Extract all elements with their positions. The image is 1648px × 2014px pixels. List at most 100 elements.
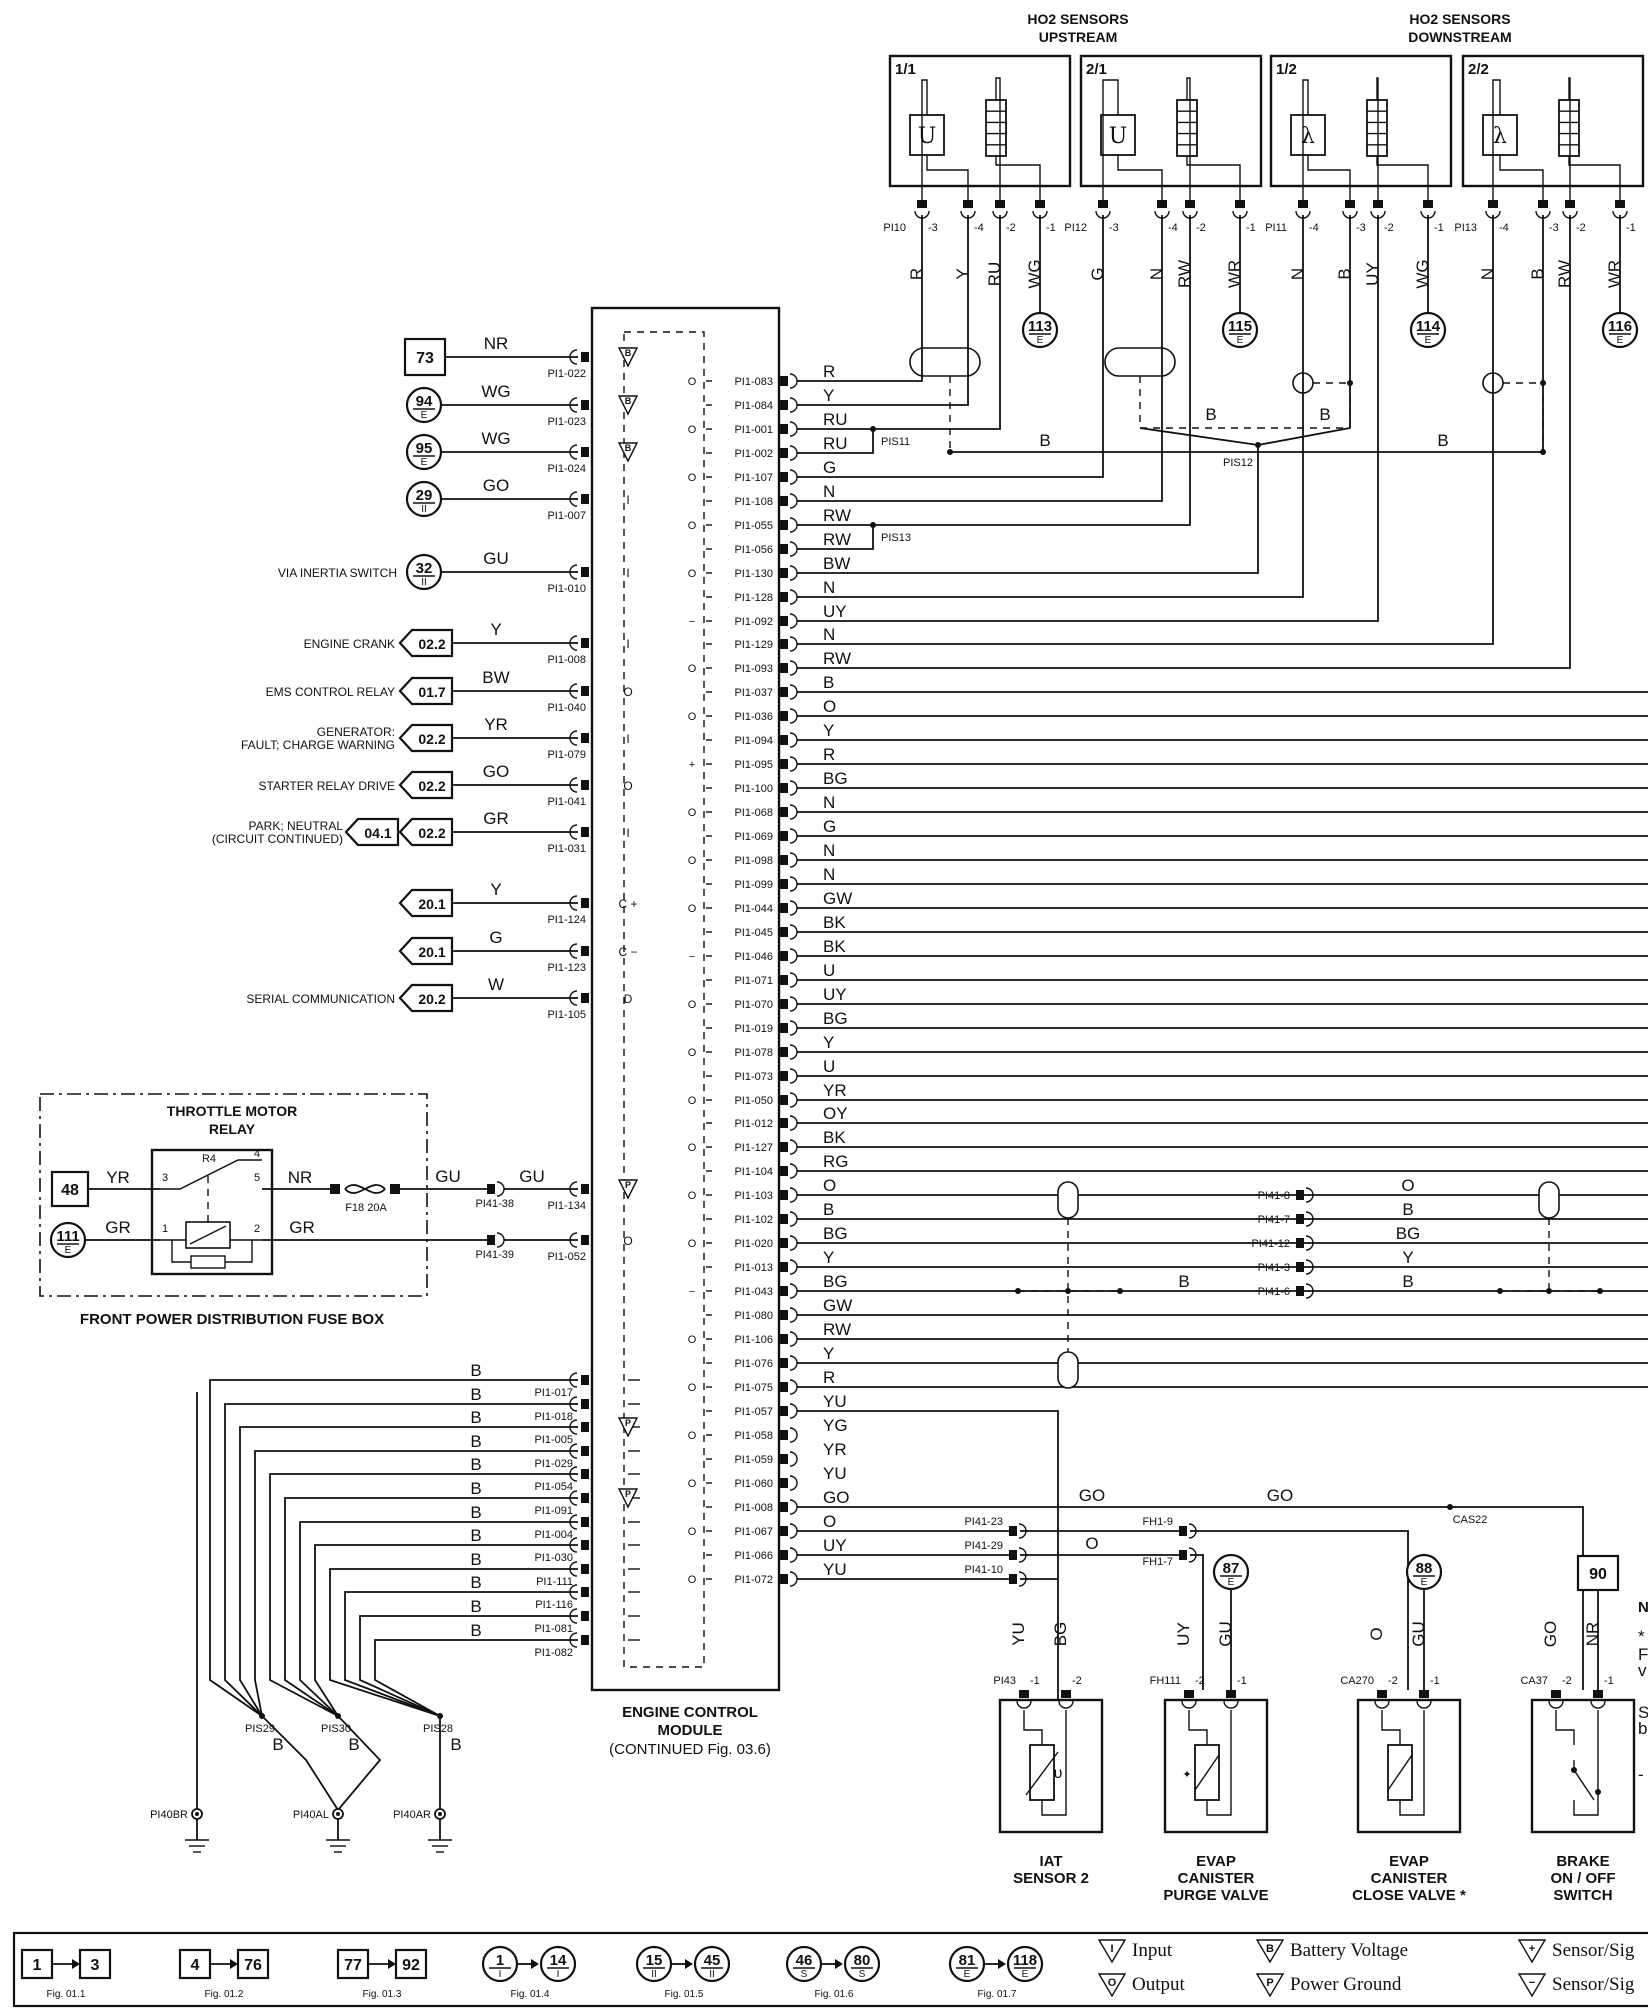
legend-fig-label: Fig. 01.6 — [815, 1989, 854, 2000]
ecm-pin-number: PI1-008 — [734, 1502, 773, 1514]
legend-from-number: 1 — [33, 1957, 42, 1974]
ecm-pin-socket — [789, 1259, 798, 1275]
sensor-id: 1/1 — [895, 61, 916, 78]
ecm-pin-number: PI1-108 — [734, 496, 773, 508]
legend-from-number: 1 — [496, 1952, 504, 1969]
ecm-pin-socket — [789, 1307, 798, 1323]
go-label-1: GO — [1079, 1486, 1105, 1505]
ecm-io-052: O — [623, 1234, 632, 1248]
component-ref-sub: E — [1228, 1577, 1235, 1588]
ecm-pin-number: PI1-070 — [734, 999, 773, 1011]
sensor-pin-number: -4 — [1499, 222, 1509, 234]
output-wire-color: BG — [823, 769, 848, 788]
sensor-wire-color: WG — [1025, 259, 1044, 288]
sensor-ref-ring — [1021, 311, 1059, 349]
output-wire-color: RU — [823, 410, 848, 429]
fh1-pin-pin — [1179, 1526, 1187, 1536]
input-ref-2-number: 04.1 — [364, 825, 391, 841]
ecm-title-2: MODULE — [658, 1722, 723, 1739]
relay-pin-1: 1 — [162, 1223, 168, 1235]
ecm-pin-pin — [780, 1454, 788, 1464]
switch-stop — [1595, 1789, 1601, 1795]
input-description: VIA INERTIA SWITCH — [278, 566, 397, 580]
sensor-pin-pin — [1538, 200, 1548, 208]
legend-triangle — [1517, 1973, 1547, 1998]
input-ref-2-arrow — [344, 817, 400, 847]
component-wire-color: UY — [1174, 1622, 1193, 1646]
output-wire-color: BG — [823, 1009, 848, 1028]
input-description: SERIAL COMMUNICATION — [246, 992, 395, 1006]
sensor-wire-color: B — [1528, 268, 1547, 279]
output-wire-color: N — [823, 793, 835, 812]
sensor-connector: PI11 — [1265, 222, 1287, 234]
ecm-pin-pin — [780, 376, 788, 386]
sensor-pin-pin — [1298, 200, 1308, 208]
ecm-io-symbol: O — [623, 779, 632, 793]
ecm-pin-socket — [789, 613, 798, 629]
ecm-pin-socket — [789, 756, 798, 772]
ground-pin-pin — [581, 1422, 589, 1432]
ecm-io-symbol: O — [688, 568, 697, 580]
b-label-2: B — [1205, 405, 1216, 424]
ground-splice-label: PIS30 — [321, 1723, 351, 1735]
ecm-pin-number: PI1-078 — [734, 1047, 773, 1059]
ecm-io-134-letter: P — [625, 1180, 631, 1190]
ecm-io-symbol: O — [688, 1190, 697, 1202]
wire-o-close — [1190, 1530, 1409, 1690]
ecm-pin-pin — [780, 1118, 788, 1128]
sensor-wire-color: UY — [1363, 262, 1382, 286]
ecm-io-symbol: O — [688, 1095, 697, 1107]
pis11-dot — [870, 426, 876, 432]
go-label-2: GO — [1267, 1486, 1293, 1505]
component-element — [1029, 1744, 1055, 1801]
ecm-pin-pin — [780, 1478, 788, 1488]
sensor-wire-color: N — [1147, 268, 1166, 280]
ecm-pin-number: PI1-019 — [734, 1023, 773, 1035]
legend-from-sub: E — [964, 1969, 971, 1980]
sensor-ref-ring — [1601, 311, 1639, 349]
sensor-pin-pin — [995, 200, 1005, 208]
ecm-io-symbol: I — [626, 637, 629, 651]
wire-rw-s22 — [797, 215, 1571, 669]
ground-pin-pin — [581, 1517, 589, 1527]
relay-diode-b — [225, 1240, 253, 1263]
ecm-pin-pin — [780, 1214, 788, 1224]
ground-pin-label: PI1-111 — [536, 1576, 573, 1588]
ground-wire — [299, 1521, 578, 1717]
ground-wire — [284, 1497, 578, 1717]
wire-go-brake — [797, 1506, 1584, 1690]
ecm-pin-pin — [780, 496, 788, 506]
relay-ground-ref-number: 111 — [56, 1228, 79, 1245]
ground-wire-color: B — [470, 1550, 481, 1569]
component-label: SWITCH — [1553, 1887, 1612, 1904]
sensor-wire-color: RU — [985, 262, 1004, 287]
component-label: ON / OFF — [1551, 1870, 1616, 1887]
fuse-box-label: FRONT POWER DISTRIBUTION FUSE BOX — [80, 1311, 384, 1328]
ecm-pin-socket — [569, 990, 578, 1006]
sensor-element-symbol: U — [918, 124, 937, 149]
input-ref-number: 20.1 — [418, 896, 445, 912]
ecm-pin-number: PI1-057 — [734, 1406, 773, 1418]
sensor-pin-pin — [1565, 200, 1575, 208]
component-pin-socket — [1374, 1700, 1390, 1709]
component-connector: PI43 — [993, 1675, 1016, 1687]
ecm-pin-socket — [569, 564, 578, 580]
ground-pin-label: PI1-091 — [534, 1505, 573, 1517]
ground-wire-color: B — [470, 1408, 481, 1427]
engine-control-module: ENGINE CONTROL MODULE (CONTINUED Fig. 03… — [590, 306, 781, 1758]
output-wire-color: G — [823, 458, 836, 477]
